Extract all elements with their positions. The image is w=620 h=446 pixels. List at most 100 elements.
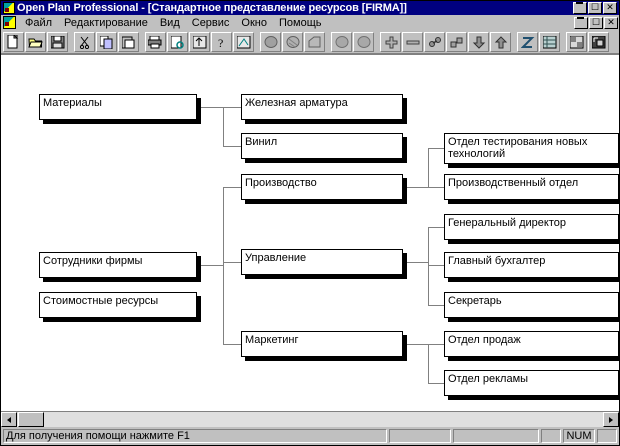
print-icon[interactable] xyxy=(145,32,166,52)
tree-node-proizv-otdel[interactable]: Производственный отдел xyxy=(444,174,619,200)
step-icon[interactable] xyxy=(446,32,467,52)
menu-item-service[interactable]: Сервис xyxy=(191,16,230,29)
tree-node-stoim-resursy[interactable]: Стоимостные ресурсы xyxy=(39,292,197,318)
menu-bar: Файл Редактирование Вид Сервис Окно Помо… xyxy=(1,15,619,31)
open-folder-icon[interactable] xyxy=(25,32,46,52)
tree-node-otdel-reklamy[interactable]: Отдел рекламы xyxy=(444,370,619,396)
tree-node-sotrudniki[interactable]: Сотрудники фирмы xyxy=(39,252,197,278)
tree-node-label: Маркетинг xyxy=(245,334,299,346)
tree-node-label: Производственный отдел xyxy=(448,177,579,189)
child-close-button[interactable]: ✕ xyxy=(604,16,618,29)
tree-connector xyxy=(223,146,241,147)
tree-node-label: Генеральный директор xyxy=(448,217,566,229)
tree-connector xyxy=(428,227,444,228)
print-preview-icon[interactable] xyxy=(167,32,188,52)
tree-connector xyxy=(403,187,428,188)
child-restore-button[interactable]: ☐ xyxy=(589,16,603,29)
rounded-shape-icon[interactable] xyxy=(304,32,325,52)
app-window-icon xyxy=(3,2,15,14)
restore-button[interactable]: ☐ xyxy=(588,2,602,14)
down-arrow-icon[interactable] xyxy=(468,32,489,52)
status-panel-4 xyxy=(541,429,561,443)
tree-node-vinil[interactable]: Винил xyxy=(241,133,403,159)
link-icon[interactable] xyxy=(424,32,445,52)
tree-node-gl-buhgalter[interactable]: Главный бухгалтер xyxy=(444,252,619,278)
status-panel-2 xyxy=(389,429,451,443)
menu-item-file[interactable]: Файл xyxy=(25,16,53,29)
child-window-controls: ☐ ✕ xyxy=(574,16,619,29)
find-icon[interactable] xyxy=(233,32,254,52)
ellipse-filled-icon[interactable] xyxy=(260,32,281,52)
tree-node-otdel-prodazh[interactable]: Отдел продаж xyxy=(444,331,619,357)
tree-node-zhelarmatura[interactable]: Железная арматура xyxy=(241,94,403,120)
tree-node-proizvodstvo[interactable]: Производство xyxy=(241,174,403,200)
tree-node-label: Главный бухгалтер xyxy=(448,255,546,267)
status-panel-6 xyxy=(597,429,617,443)
tree-connector xyxy=(428,148,444,149)
tree-connector xyxy=(223,187,241,188)
tree-node-gen-direktor[interactable]: Генеральный директор xyxy=(444,214,619,240)
help-question-icon[interactable]: ? xyxy=(211,32,232,52)
close-button[interactable]: ✕ xyxy=(603,2,617,14)
scrollbar-track[interactable] xyxy=(17,412,603,427)
horizontal-scrollbar[interactable] xyxy=(1,411,619,427)
new-file-icon[interactable] xyxy=(3,32,24,52)
restore-icon: ☐ xyxy=(590,2,600,12)
tree-node-marketing[interactable]: Маркетинг xyxy=(241,331,403,357)
scroll-left-icon[interactable] xyxy=(1,412,17,427)
status-panel-3 xyxy=(453,429,539,443)
grid-report-icon[interactable] xyxy=(539,32,560,52)
sort-icon[interactable] xyxy=(189,32,210,52)
tree-connector xyxy=(428,265,444,266)
status-bar: Для получения помощи нажмите F1 NUM xyxy=(1,427,619,445)
minimize-button[interactable] xyxy=(573,2,587,14)
tree-connector xyxy=(223,344,241,345)
zigzag-icon[interactable] xyxy=(517,32,538,52)
cut-scissors-icon[interactable] xyxy=(74,32,95,52)
menu-item-help[interactable]: Помощь xyxy=(278,16,322,29)
ellipse-shaded-icon[interactable] xyxy=(282,32,303,52)
paste-icon[interactable] xyxy=(118,32,139,52)
plus-icon[interactable] xyxy=(380,32,401,52)
window-title: Open Plan Professional - [Стандартное пр… xyxy=(17,2,407,14)
tree-node-label: Материалы xyxy=(43,97,102,109)
svg-text:?: ? xyxy=(218,36,223,49)
title-bar: Open Plan Professional - [Стандартное пр… xyxy=(1,1,619,15)
resize-icon[interactable] xyxy=(588,32,609,52)
tree-connector xyxy=(428,344,429,383)
status-hint: Для получения помощи нажмите F1 xyxy=(3,429,387,443)
circle-gray-icon[interactable] xyxy=(331,32,352,52)
child-restore-icon: ☐ xyxy=(591,16,601,27)
tree-connector xyxy=(428,383,444,384)
tree-node-sekretar[interactable]: Секретарь xyxy=(444,292,619,318)
up-arrow-icon[interactable] xyxy=(490,32,511,52)
tree-node-upravlenie[interactable]: Управление xyxy=(241,249,403,275)
tree-connector xyxy=(403,344,428,345)
tree-connector xyxy=(197,265,223,266)
layout-icon[interactable] xyxy=(566,32,587,52)
tree-connector xyxy=(428,148,429,187)
menu-item-window[interactable]: Окно xyxy=(241,16,267,29)
tree-node-otdel-test[interactable]: Отдел тестирования новых технологий xyxy=(444,133,619,164)
status-num-indicator: NUM xyxy=(563,429,595,443)
circle-gray2-icon[interactable] xyxy=(353,32,374,52)
child-minimize-button[interactable] xyxy=(574,16,588,29)
minus-icon[interactable] xyxy=(402,32,423,52)
document-icon[interactable] xyxy=(3,16,16,29)
save-disk-icon[interactable] xyxy=(47,32,68,52)
tree-node-label: Отдел продаж xyxy=(448,334,521,346)
close-icon: ✕ xyxy=(606,2,614,12)
tree-node-label: Железная арматура xyxy=(245,97,348,109)
menu-item-view[interactable]: Вид xyxy=(159,16,180,29)
copy-icon[interactable] xyxy=(96,32,117,52)
scroll-thumb[interactable] xyxy=(18,412,44,427)
menu-item-edit[interactable]: Редактирование xyxy=(64,16,148,29)
tree-node-label: Винил xyxy=(245,136,278,148)
scroll-right-icon[interactable] xyxy=(603,412,619,427)
tree-node-label: Управление xyxy=(245,252,307,264)
tree-node-materialy[interactable]: Материалы xyxy=(39,94,197,120)
tree-node-label: Сотрудники фирмы xyxy=(43,255,143,267)
